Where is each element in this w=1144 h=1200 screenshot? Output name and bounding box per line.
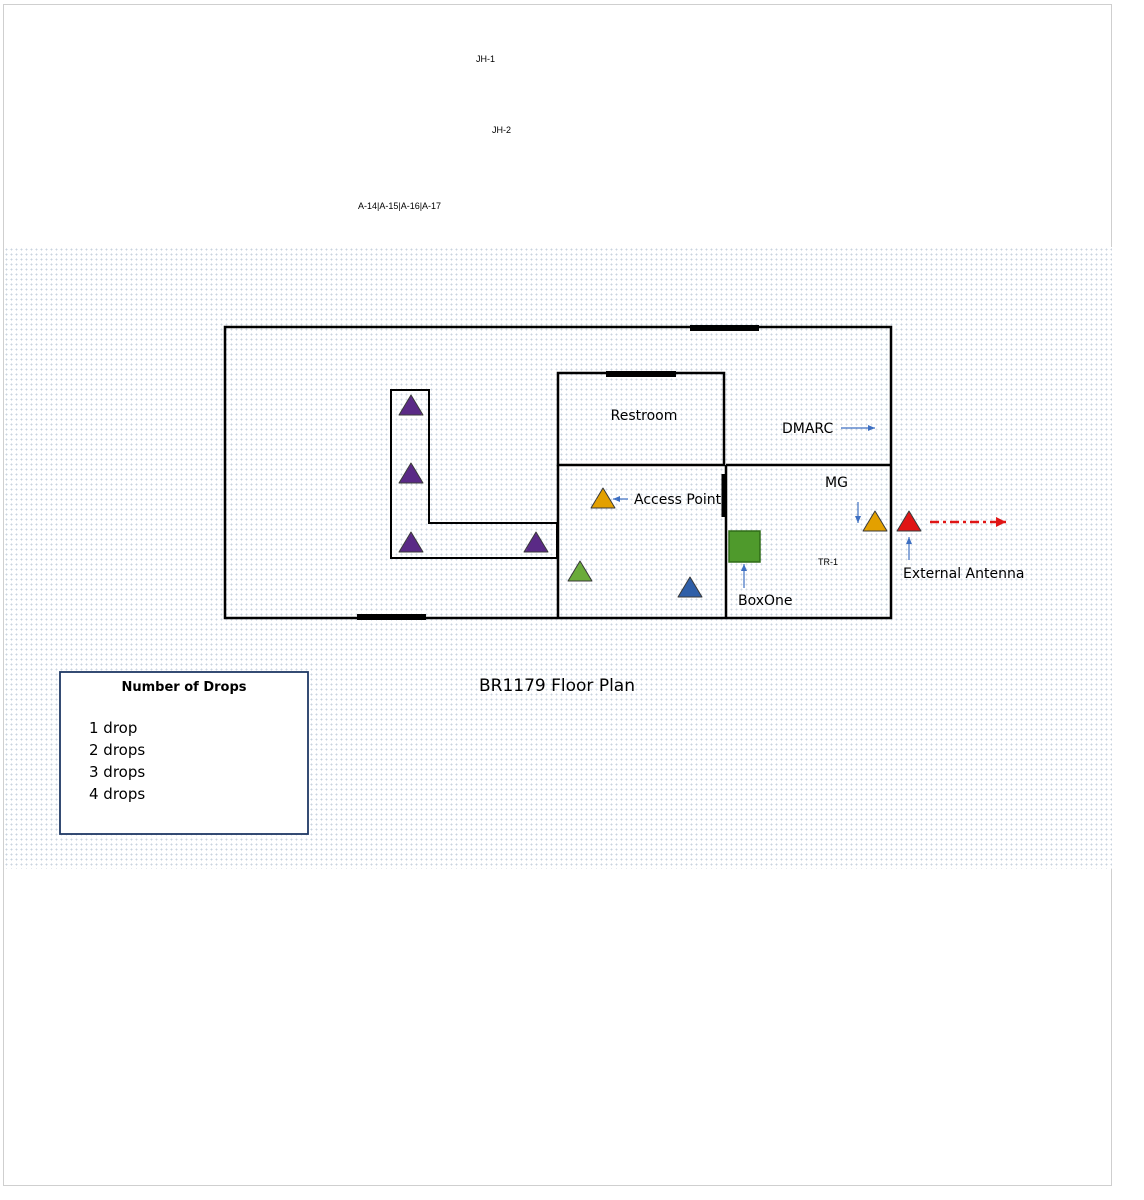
legend-label-1-drop: 1 drop: [89, 719, 137, 737]
mg-label: MG: [825, 475, 848, 491]
legend-box: [59, 671, 309, 835]
a-group-label: A-14|A-15|A-16|A-17: [358, 201, 442, 211]
boxone-label: BoxOne: [738, 593, 793, 609]
boxone-device: [728, 530, 761, 563]
legend-label-3-drops: 3 drops: [89, 763, 145, 781]
external-antenna-label: External Antenna: [903, 566, 1024, 582]
l-shaped-counter: [390, 389, 558, 559]
dmarc-label: DMARC: [782, 421, 833, 437]
drop-triangle-3: [677, 576, 703, 598]
restroom-label: Restroom: [611, 408, 678, 424]
external-antenna-triangle: [896, 510, 922, 532]
drop-triangle-4-a: [398, 394, 424, 416]
tr1-label: TR-1: [818, 557, 838, 567]
drop-triangle-4-b: [398, 462, 424, 484]
legend-label-4-drops: 4 drops: [89, 785, 145, 803]
drop-triangle-1-mg: [862, 510, 888, 532]
legend-label-2-drops: 2 drops: [89, 741, 145, 759]
plan-title: BR1179 Floor Plan: [479, 676, 635, 696]
drop-triangle-1-access-point: [590, 487, 616, 509]
jh1-label: JH-1: [476, 54, 496, 64]
jh2-label: JH-2: [492, 125, 512, 135]
drop-triangle-4-d: [523, 531, 549, 553]
drop-triangle-4-c: [398, 531, 424, 553]
access-point-label: Access Point: [634, 492, 722, 508]
legend-title: Number of Drops: [121, 680, 246, 695]
drop-triangle-2: [567, 560, 593, 582]
